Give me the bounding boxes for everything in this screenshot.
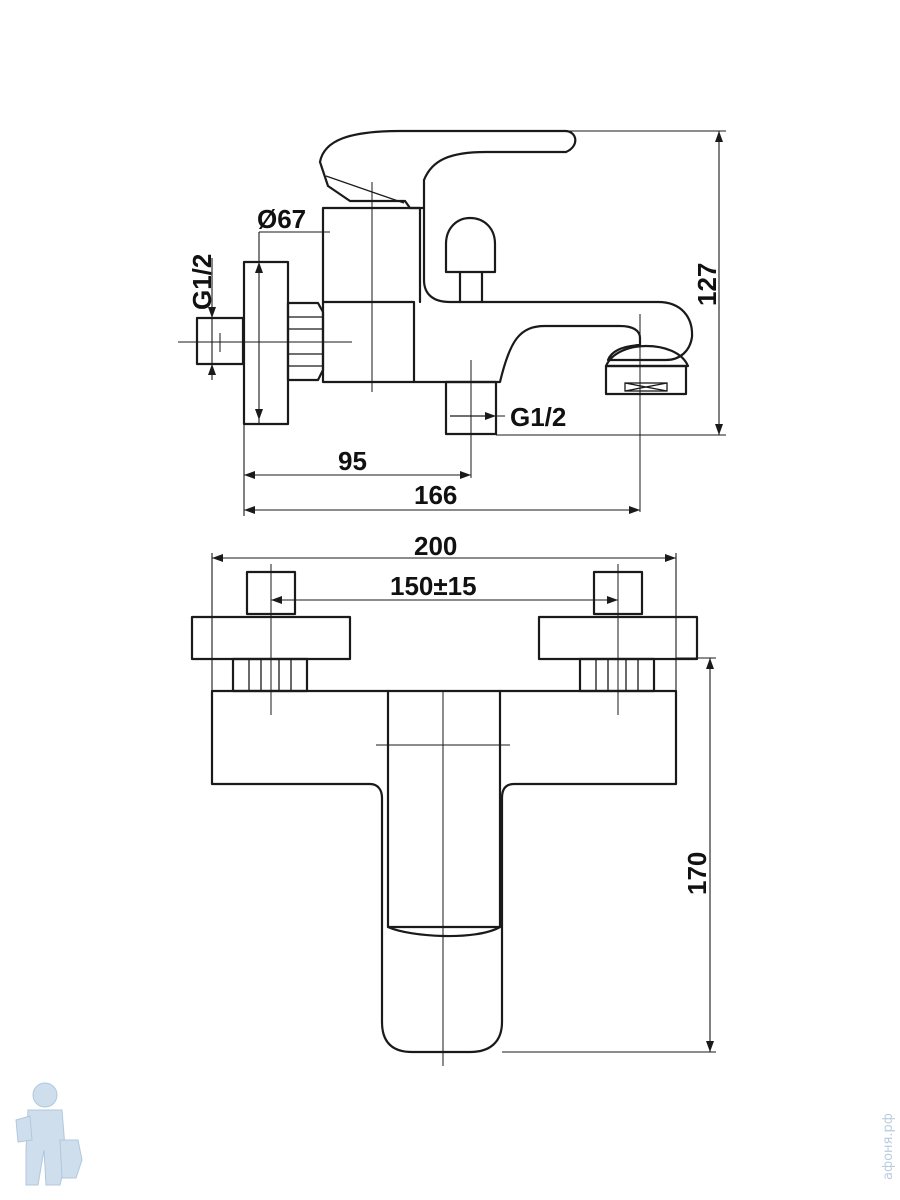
dim-inlet-thread-label: G1/2 xyxy=(187,254,217,310)
dim-total-depth: 166 xyxy=(244,480,640,514)
mixer-body xyxy=(210,689,678,1054)
front-view: 200 150±15 170 xyxy=(190,531,716,1066)
dim-total-width-label: 200 xyxy=(414,531,457,561)
side-view: Ø67 G1/2 G1/2 127 xyxy=(178,129,726,516)
aerator xyxy=(604,344,690,396)
dim-outlet-thread-label: G1/2 xyxy=(510,402,566,432)
dim-inlet-thread: G1/2 xyxy=(187,254,217,380)
dim-outlet-thread: G1/2 xyxy=(452,402,566,432)
dim-total-height: 170 xyxy=(502,657,716,1053)
plumber-logo xyxy=(15,1082,83,1186)
dim-height: 127 xyxy=(480,130,726,436)
dim-diameter-label: Ø67 xyxy=(257,204,306,234)
dim-total-depth-label: 166 xyxy=(414,480,457,510)
lever-handle xyxy=(318,129,577,210)
lever-front xyxy=(386,925,502,938)
dim-total-height-label: 170 xyxy=(682,852,712,895)
spout xyxy=(412,206,694,384)
dim-inlet-to-outlet: 95 xyxy=(243,424,471,516)
wall-flange xyxy=(242,260,290,426)
dim-height-label: 127 xyxy=(692,263,722,306)
watermark-text: афоня.рф xyxy=(881,1113,896,1180)
cartridge-front xyxy=(386,689,502,929)
diverter-knob xyxy=(444,216,497,304)
dim-diameter: Ø67 xyxy=(255,204,330,424)
right-hex-nut xyxy=(578,657,656,693)
dim-total-width: 200 xyxy=(211,531,677,691)
left-hex-nut xyxy=(231,657,309,693)
dim-inlet-to-outlet-label: 95 xyxy=(338,446,367,476)
dim-inlet-spacing: 150±15 xyxy=(271,571,618,604)
dim-inlet-spacing-label: 150±15 xyxy=(390,571,477,601)
